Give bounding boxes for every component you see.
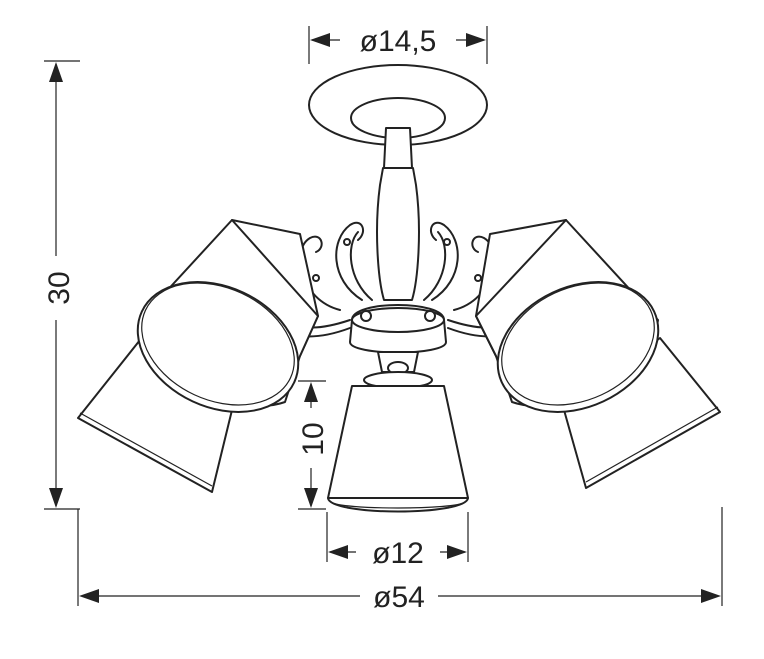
dimension-total-diameter: ø54: [77, 507, 723, 614]
lamp-illustration: [77, 64, 721, 513]
front-right-shade: [475, 219, 660, 413]
center-stem: [349, 127, 447, 375]
label-shade-height: 10: [297, 422, 330, 455]
dimension-top-diameter: ø14,5: [308, 25, 488, 64]
label-shade-diameter: ø12: [372, 537, 424, 570]
label-total-height: 30: [43, 271, 76, 304]
ceiling-canopy: [308, 64, 488, 146]
center-shade: [327, 371, 469, 513]
dimension-shade-diameter: ø12: [326, 512, 469, 570]
lamp-arms: [279, 221, 519, 338]
label-top-diameter: ø14,5: [360, 25, 437, 58]
dimension-shade-height: 10: [297, 380, 330, 510]
label-total-diameter: ø54: [373, 581, 425, 614]
dimension-total-height: 30: [43, 60, 80, 510]
front-left-shade: [136, 219, 319, 413]
